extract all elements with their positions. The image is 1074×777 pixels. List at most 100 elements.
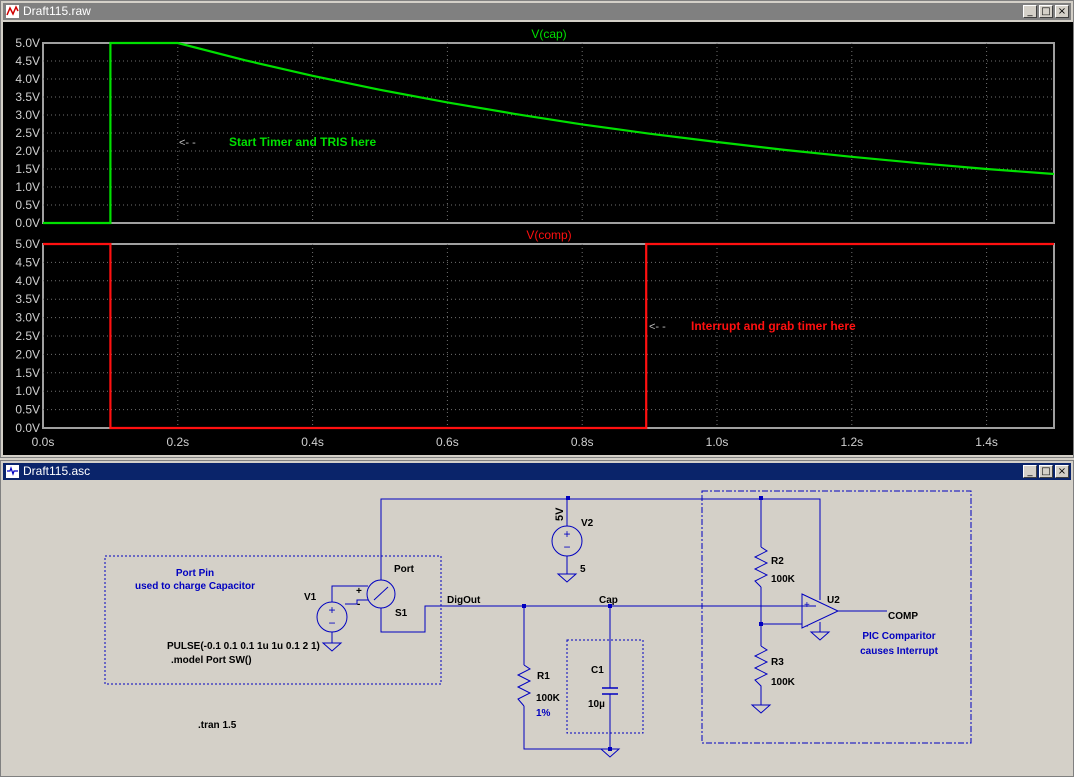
port-pin-desc[interactable]: used to charge Capacitor	[135, 581, 255, 592]
pane-bottom-trace-label[interactable]: V(comp)	[526, 228, 571, 242]
x-tick-label: 0.6s	[436, 435, 459, 449]
y-tick-label: 3.5V	[15, 292, 40, 306]
r1-resistor[interactable]	[516, 664, 532, 707]
v2-label[interactable]: V2	[581, 518, 594, 529]
y-tick-label: 2.5V	[15, 126, 40, 140]
cap-net-label[interactable]: Cap	[599, 595, 618, 606]
port-pin-box	[104, 555, 442, 685]
schematic-titlebar[interactable]: Draft115.asc _ □ ×	[3, 463, 1071, 480]
x-tick-label: 1.0s	[706, 435, 729, 449]
vcap-annotation-arrow: <- -	[179, 137, 196, 149]
vcap-annotation: Start Timer and TRIS here	[229, 135, 376, 149]
u2-label[interactable]: U2	[827, 595, 840, 606]
c1-value[interactable]: 10µ	[588, 699, 605, 710]
pic-comparator-desc[interactable]: causes Interrupt	[860, 646, 938, 657]
port-pin-label[interactable]: Port Pin	[176, 568, 214, 579]
waveform-titlebar[interactable]: Draft115.raw _ □ ×	[3, 3, 1071, 20]
schematic-app-icon	[6, 465, 19, 478]
close-button[interactable]: ×	[1055, 5, 1069, 18]
pic-comparator-label[interactable]: PIC Comparitor	[862, 631, 935, 642]
c1-box	[566, 639, 644, 734]
schematic-canvas[interactable]: + − + − + - Port Pin used to charge Capa…	[5, 483, 1069, 774]
wire-comp-out[interactable]	[819, 610, 887, 632]
schematic-window-title: Draft115.asc	[23, 464, 91, 478]
vcomp-trace	[43, 242, 1054, 430]
waveform-window-title: Draft115.raw	[23, 4, 91, 18]
waveform-plot[interactable]: 5.0V4.5V4.0V3.5V3.0V2.5V2.0V1.5V1.0V0.5V…	[3, 22, 1073, 455]
ground-u2	[809, 631, 831, 641]
ground-v1	[321, 642, 343, 652]
y-tick-label: 3.0V	[15, 311, 40, 325]
r1-value[interactable]: 100K	[536, 693, 561, 704]
vcomp-annotation-arrow: <- -	[649, 321, 666, 333]
y-tick-label: 1.0V	[15, 384, 40, 398]
y-tick-label: 0.0V	[15, 421, 40, 435]
r1-label[interactable]: R1	[537, 671, 550, 682]
y-tick-label: 2.5V	[15, 329, 40, 343]
x-tick-label: 1.2s	[840, 435, 863, 449]
v1-minus: -	[357, 599, 360, 610]
y-tick-label: 1.5V	[15, 366, 40, 380]
wire-r1[interactable]	[523, 606, 610, 750]
y-tick-label: 1.0V	[15, 180, 40, 194]
r3-label[interactable]: R3	[771, 657, 784, 668]
x-tick-label: 0.2s	[166, 435, 189, 449]
y-tick-label: 4.5V	[15, 54, 40, 68]
svg-text:−: −	[563, 540, 570, 554]
s1-label[interactable]: S1	[395, 608, 408, 619]
r2-value[interactable]: 100K	[771, 574, 796, 585]
tran-directive[interactable]: .tran 1.5	[198, 720, 237, 731]
u2-minus: -	[805, 621, 808, 632]
wire-v1[interactable]	[331, 585, 368, 643]
v2-value-vertical[interactable]: 5V	[554, 507, 566, 521]
u2-comparator[interactable]	[801, 593, 840, 629]
wire-divider[interactable]	[760, 587, 802, 646]
minimize-button[interactable]: _	[1023, 5, 1037, 18]
ground-r3	[750, 704, 772, 714]
svg-text:−: −	[328, 616, 335, 630]
r3-value[interactable]: 100K	[771, 677, 796, 688]
grid-layer	[43, 43, 1054, 428]
y-tick-label: 2.0V	[15, 144, 40, 158]
wire-s1[interactable]	[380, 605, 816, 633]
restore-button[interactable]: □	[1039, 5, 1053, 18]
x-tick-label: 1.4s	[975, 435, 998, 449]
comp-net-label[interactable]: COMP	[888, 611, 918, 622]
port-label[interactable]: Port	[394, 564, 415, 575]
r2-resistor[interactable]	[753, 546, 769, 588]
y-tick-label: 0.5V	[15, 198, 40, 212]
y-tick-label: 5.0V	[15, 36, 40, 50]
r1-tolerance[interactable]: 1%	[536, 708, 551, 719]
y-tick-label: 0.0V	[15, 216, 40, 230]
r3-resistor[interactable]	[753, 645, 769, 705]
minimize-button[interactable]: _	[1023, 465, 1037, 478]
v1-plus: +	[356, 586, 362, 597]
y-tick-label: 2.0V	[15, 347, 40, 361]
y-tick-label: 3.0V	[15, 108, 40, 122]
v1-label[interactable]: V1	[304, 592, 317, 603]
close-button[interactable]: ×	[1055, 465, 1069, 478]
y-tick-label: 4.5V	[15, 255, 40, 269]
v2-source[interactable]	[551, 525, 583, 557]
y-tick-label: 1.5V	[15, 162, 40, 176]
pulse-directive[interactable]: PULSE(-0.1 0.1 0.1 1u 1u 0.1 2 1)	[167, 641, 320, 652]
y-tick-layer: 5.0V4.5V4.0V3.5V3.0V2.5V2.0V1.5V1.0V0.5V…	[15, 36, 40, 435]
model-directive[interactable]: .model Port SW()	[171, 655, 252, 666]
vcomp-annotation: Interrupt and grab timer here	[691, 319, 856, 333]
digout-net-label[interactable]: DigOut	[447, 595, 481, 606]
v2-value[interactable]: 5	[580, 564, 586, 575]
pane-top-trace-label[interactable]: V(cap)	[531, 27, 566, 41]
waveform-app-icon	[6, 5, 19, 18]
wire-top-rail[interactable]	[380, 498, 821, 600]
restore-button[interactable]: □	[1039, 465, 1053, 478]
svg-text:+: +	[328, 603, 335, 617]
c1-capacitor[interactable]	[602, 687, 618, 695]
u2-plus: +	[804, 600, 810, 611]
y-tick-label: 5.0V	[15, 237, 40, 251]
r2-label[interactable]: R2	[771, 556, 784, 567]
ground-v2	[556, 573, 578, 583]
c1-label[interactable]: C1	[591, 665, 604, 676]
schematic-window: Draft115.asc _ □ ×	[0, 460, 1074, 777]
